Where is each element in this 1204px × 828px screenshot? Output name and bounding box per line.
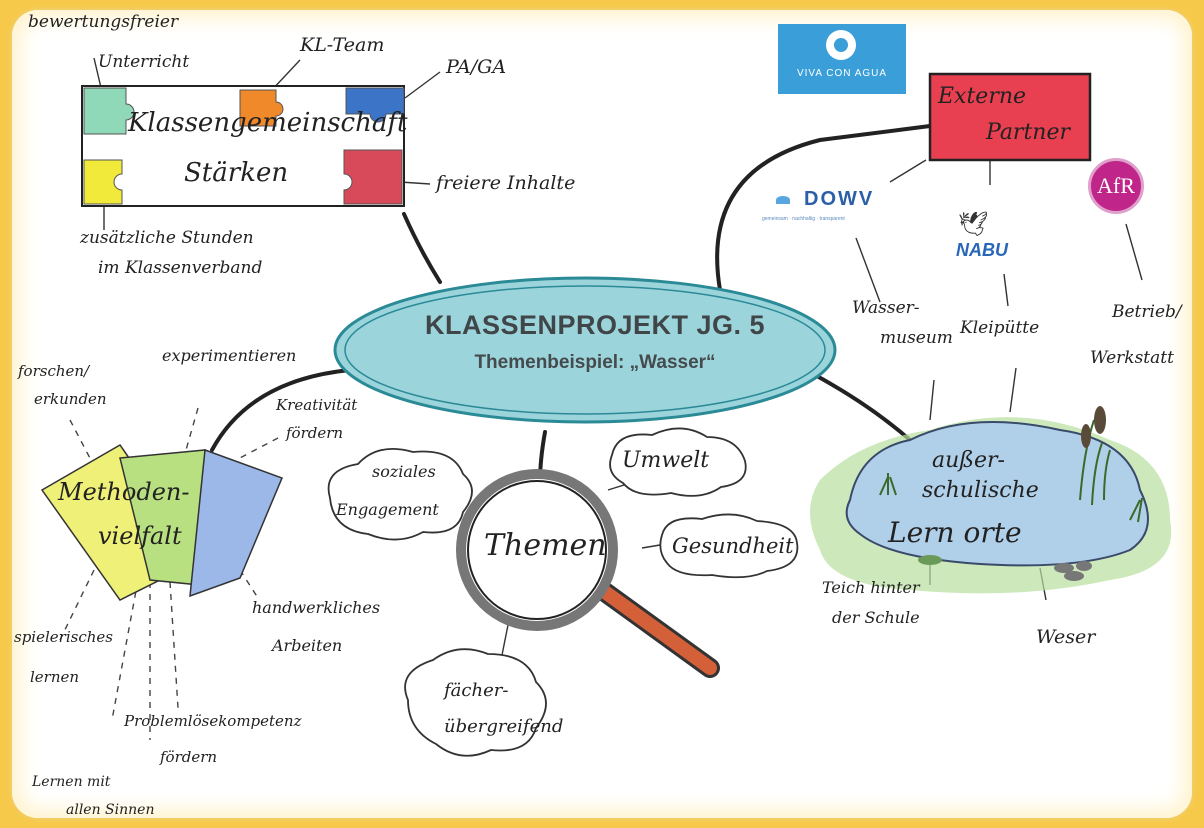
methoden-title-2: vielfalt xyxy=(98,522,182,550)
bubble-uebergreifend: übergreifend xyxy=(444,716,564,737)
label-erkunden: erkunden xyxy=(34,390,107,408)
lernorte-title-2: schulische xyxy=(922,478,1039,503)
externe-partner-title: Externe xyxy=(938,84,1027,109)
branch-lernorte xyxy=(813,373,912,442)
label-spielerisches: spielerisches xyxy=(14,628,113,646)
dowv-tagline: gemeinsam · nachhaltig · transparent xyxy=(762,216,845,222)
label-problemloesekompetenz-foerdern: fördern xyxy=(160,748,218,766)
bubble-soziales: soziales xyxy=(372,462,436,481)
label-werkstatt: Werkstatt xyxy=(1090,348,1174,368)
nabu-logo-text: NABU xyxy=(940,240,1024,262)
afr-logo: AfR xyxy=(1088,158,1144,214)
label-der-schule: der Schule xyxy=(832,608,920,627)
dowv-logo: DOWV gemeinsam · nachhaltig · transparen… xyxy=(762,188,902,228)
klassengemeinschaft-title: Klassengemeinschaft xyxy=(128,108,408,138)
dowv-logo-text: DOWV xyxy=(804,188,875,210)
label-kl-team: KL-Team xyxy=(300,34,385,56)
center-oval xyxy=(333,276,837,424)
label-betrieb: Betrieb/ xyxy=(1112,302,1182,322)
label-kreativitaet: Kreativität xyxy=(276,396,358,414)
branch-klassengemeinschaft xyxy=(402,212,442,284)
lernorte-pond xyxy=(810,406,1172,594)
label-freiere-inhalte: freiere Inhalte xyxy=(436,172,576,194)
label-handwerkliches: handwerkliches xyxy=(252,598,381,617)
themen-bubbles xyxy=(327,427,799,757)
label-bewertungsfreier: bewertungsfreier xyxy=(28,12,179,32)
wave-icon xyxy=(776,196,790,204)
label-unterricht: Unterricht xyxy=(98,52,190,72)
viva-con-agua-logo: VIVA CON AGUA xyxy=(778,24,906,94)
label-wasser: Wasser- xyxy=(852,298,920,318)
viva-logo-text: VIVA CON AGUA xyxy=(796,68,888,79)
externe-partner-title-2: Partner xyxy=(986,120,1070,145)
label-museum: museum xyxy=(880,328,953,348)
branch-methoden xyxy=(210,368,352,452)
klassengemeinschaft-title-2: Stärken xyxy=(184,158,289,188)
label-teich: Teich hinter xyxy=(822,578,920,597)
nabu-logo: 🕊 NABU xyxy=(940,210,1026,270)
bubble-faecher: fächer- xyxy=(444,680,509,701)
methoden-title: Methoden- xyxy=(58,478,190,506)
center-subtitle: Themenbeispiel: „Wasser“ xyxy=(474,352,716,373)
label-zusaetzliche-stunden: zusätzliche Stunden xyxy=(80,228,254,248)
lernorte-title: außer- xyxy=(932,448,1005,473)
label-klassenverband: im Klassenverband xyxy=(98,258,263,278)
water-drop-icon xyxy=(826,30,856,60)
label-weser: Weser xyxy=(1036,626,1096,648)
methoden-shapes xyxy=(40,444,283,601)
label-allen-sinnen: allen Sinnen xyxy=(66,802,155,818)
label-lernen-mit: Lernen mit xyxy=(32,774,111,790)
externe-partner-box xyxy=(928,72,1092,162)
method-dashed-lines xyxy=(59,407,279,740)
stork-icon: 🕊 xyxy=(958,210,989,238)
branch-externe-partner xyxy=(715,124,932,292)
bubble-gesundheit: Gesundheit xyxy=(672,534,794,558)
label-forschen: forschen/ xyxy=(18,362,90,380)
label-kreativitaet-foerdern: fördern xyxy=(286,424,344,442)
klassengemeinschaft-box xyxy=(81,85,405,207)
bubble-engagement: Engagement xyxy=(336,500,439,519)
label-experimentieren: experimentieren xyxy=(162,346,297,365)
label-pa-ga: PA/GA xyxy=(446,56,507,78)
center-title: KLASSENPROJEKT JG. 5 xyxy=(424,310,766,340)
label-arbeiten: Arbeiten xyxy=(272,636,343,655)
themen-magnifier xyxy=(456,469,720,678)
branch-lines xyxy=(210,124,932,484)
label-lernen: lernen xyxy=(30,668,80,686)
label-kleipuette: Kleipütte xyxy=(960,318,1040,338)
label-problemloesekompetenz: Problemlösekompetenz xyxy=(124,712,302,730)
bubble-umwelt: Umwelt xyxy=(622,448,710,473)
themen-title: Themen xyxy=(484,528,607,563)
afr-logo-text: AfR xyxy=(1097,173,1135,198)
lernorte-title-3: Lern orte xyxy=(888,516,1022,549)
